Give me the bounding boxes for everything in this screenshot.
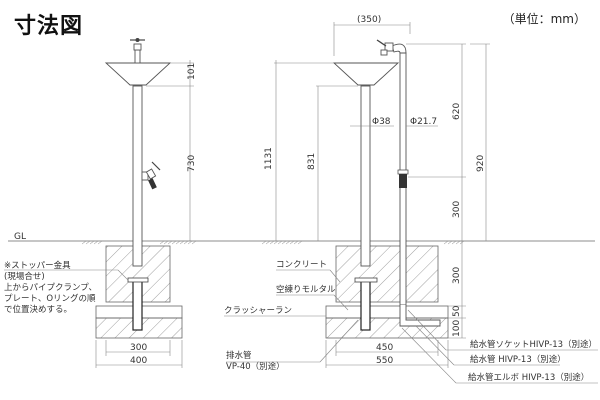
right-bowl: [332, 62, 400, 86]
svg-text:上からパイプクランプ、: 上からパイプクランプ、: [4, 283, 97, 293]
label-drain-pipe: 排水管: [226, 350, 252, 361]
right-view: (350) 1131 831 Φ38 Φ21.7 620 920 300 300…: [224, 15, 598, 384]
right-concrete-block: [335, 245, 439, 303]
left-side-faucet-icon: [141, 161, 161, 190]
dim-left-outer-width: 400: [130, 356, 147, 366]
right-mortar-layer: [325, 305, 449, 319]
dim-total-pipe-height: 920: [476, 155, 486, 172]
dim-upper-faucet-span: 620: [452, 103, 462, 120]
left-post: [132, 85, 143, 267]
unit-label: （単位：mm）: [502, 12, 586, 26]
right-side-faucet-icon: [397, 169, 409, 188]
label-water-pipe: 給水管 HIVP-13（別途）: [470, 354, 566, 365]
dim-crusher-depth: 100: [452, 320, 462, 337]
dim-spout-reach: (350): [357, 15, 381, 25]
dim-concrete-depth: 300: [452, 267, 462, 284]
dim-right-outer-width: 550: [376, 356, 393, 366]
left-top-faucet-icon: [130, 38, 145, 64]
dim-left-inner-width: 300: [130, 343, 147, 353]
svg-text:※ストッパー金具: ※ストッパー金具: [4, 260, 71, 271]
label-drain-pipe-spec: VP-40（別途）: [226, 361, 285, 372]
label-socket: 給水管ソケットHIVP-13（別途）: [470, 339, 597, 350]
dim-total-height: 1131: [264, 147, 274, 170]
material-labels: コンクリート 空練りモルタル クラッシャーラン 排水管 VP-40（別途） 給水…: [224, 260, 598, 384]
svg-text:プレート、Oリングの順: プレート、Oリングの順: [4, 293, 96, 304]
page-title: 寸法図: [14, 14, 84, 39]
right-top-faucet-icon: [376, 39, 407, 56]
left-view: 101 730 300 400 ※ストッパー金具 (現場合せ) 上からパイプクラ…: [4, 38, 197, 368]
label-concrete: コンクリート: [276, 260, 327, 270]
dim-post-diameter: Φ38: [372, 117, 391, 127]
dim-pipe-diameter: Φ21.7: [410, 117, 437, 127]
dim-left-bowl-height: 101: [187, 63, 197, 80]
svg-text:(現場合せ): (現場合せ): [4, 271, 45, 282]
svg-text:で位置決めする。: で位置決めする。: [4, 304, 72, 315]
right-post: [360, 85, 371, 267]
left-stopper: [127, 277, 149, 283]
label-mortar: 空練りモルタル: [276, 284, 336, 295]
gl-label: GL: [14, 232, 26, 242]
left-bowl: [104, 62, 172, 86]
ground-line: GL: [8, 232, 595, 245]
dim-bowl-top-height: 831: [307, 153, 317, 170]
label-elbow: 給水管エルボ HIVP-13（別途）: [468, 372, 589, 383]
left-drain-sleeve: [132, 279, 143, 331]
dim-lower-faucet-height: 300: [452, 201, 462, 218]
right-drain-sleeve: [360, 279, 371, 331]
dim-left-faucet-height: 730: [187, 155, 197, 172]
right-stopper: [354, 277, 378, 283]
label-crusher-run: クラッシャーラン: [224, 306, 292, 316]
right-elbow: [399, 305, 441, 327]
dim-right-inner-width: 450: [376, 343, 393, 353]
stopper-note: ※ストッパー金具 (現場合せ) 上からパイプクランプ、 プレート、Oリングの順 …: [4, 260, 129, 315]
dim-mortar-depth: 50: [452, 305, 462, 317]
